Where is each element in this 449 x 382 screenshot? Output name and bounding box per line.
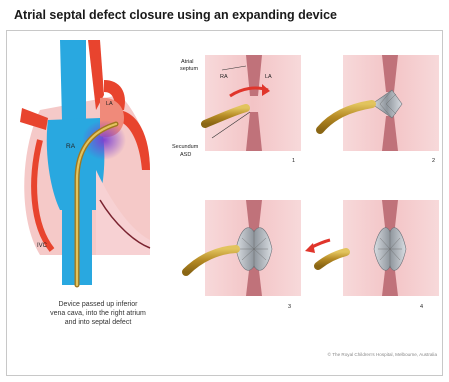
superior-vena-cava (60, 40, 86, 120)
caption-text: Device passed up inferior vena cava, int… (50, 301, 146, 326)
panel-number-1: 1 (292, 158, 295, 164)
withdrawn-catheter-4 (318, 252, 346, 266)
panel-number-4: 4 (420, 304, 423, 310)
panel-2: 2 (320, 55, 439, 164)
figure-caption: Device passed up inferior vena cava, int… (28, 300, 168, 327)
panel-number-2: 2 (432, 158, 435, 164)
panel-number-3: 3 (288, 304, 291, 310)
panel-4: 4 (318, 200, 439, 310)
panel-3: 3 (186, 200, 301, 310)
sequence-arrowhead (305, 243, 315, 253)
heart-overview: RA LA IVC (20, 40, 150, 285)
copyright-credit: © The Royal Children's Hospital, Melbour… (328, 352, 437, 357)
ivc-label: IVC (37, 243, 48, 249)
la-panel-label: LA (265, 74, 272, 80)
ra-panel-label: RA (220, 74, 228, 80)
ra-label: RA (66, 143, 76, 150)
la-label: LA (106, 101, 113, 107)
